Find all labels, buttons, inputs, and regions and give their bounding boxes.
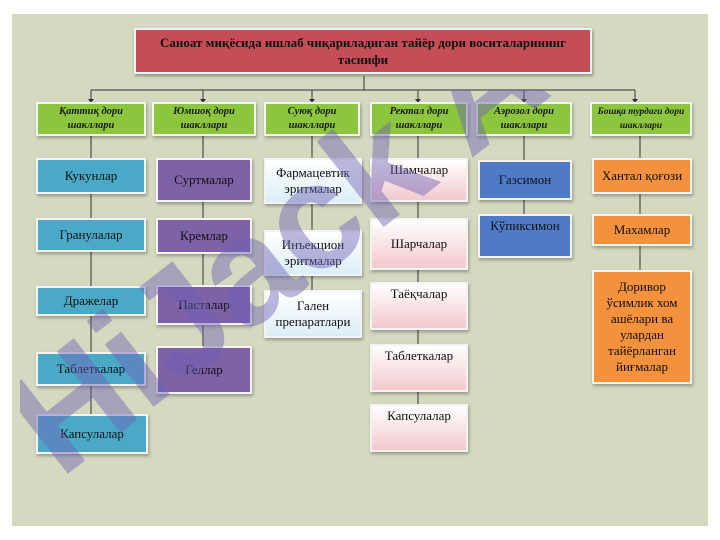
arrow-cat-4 — [415, 99, 421, 103]
soft-item-4: Геллар — [156, 346, 252, 394]
soft-item-2: Кремлар — [156, 218, 252, 254]
arrow-cat-5 — [521, 99, 527, 103]
arrow-cat-6 — [632, 99, 638, 103]
solid-item-1: Кукунлар — [36, 158, 146, 194]
liquid-item-3: Гален препаратлари — [264, 290, 362, 338]
soft-item-1: Суртмалар — [156, 158, 252, 202]
category-other: Бошқа турдаги дори шакллари — [590, 102, 692, 136]
category-rectal: Ректал дори шакллари — [370, 102, 468, 136]
arrow-cat-3 — [309, 99, 315, 103]
soft-item-3: Пасталар — [156, 285, 252, 325]
rectal-item-5: Капсулалар — [370, 404, 468, 452]
rectal-item-3: Таёқчалар — [370, 282, 468, 330]
solid-item-4: Таблеткалар — [36, 352, 146, 386]
rectal-item-1: Шамчалар — [370, 158, 468, 202]
solid-item-5: Капсулалар — [36, 414, 148, 454]
liquid-item-2: Инъекцион эритмалар — [264, 230, 362, 276]
solid-item-2: Гранулалар — [36, 218, 146, 252]
rectal-item-4: Таблеткалар — [370, 344, 468, 392]
aerosol-item-2: Кўпиксимон — [478, 214, 572, 258]
diagram-title: Саноат миқёсида ишлаб чиқариладиган тайё… — [134, 28, 592, 74]
category-solid: Қаттиқ дори шакллари — [36, 102, 146, 136]
liquid-item-1: Фармацевтик эритмалар — [264, 158, 362, 204]
rectal-item-2: Шарчалар — [370, 218, 468, 270]
arrow-cat-2 — [200, 99, 206, 103]
other-item-2: Махамлар — [592, 214, 692, 246]
other-item-3: Доривор ўсимлик хом ашёлари ва улардан т… — [592, 270, 692, 384]
category-soft: Юмшоқ дори шакллари — [152, 102, 256, 136]
aerosol-item-1: Газсимон — [478, 160, 572, 200]
other-item-1: Хантал қоғози — [592, 158, 692, 194]
category-aerosol: Аэрозол дори шакллари — [476, 102, 572, 136]
solid-item-3: Дражелар — [36, 286, 146, 316]
arrow-cat-1 — [88, 99, 94, 103]
category-liquid: Суюқ дори шакллари — [264, 102, 360, 136]
